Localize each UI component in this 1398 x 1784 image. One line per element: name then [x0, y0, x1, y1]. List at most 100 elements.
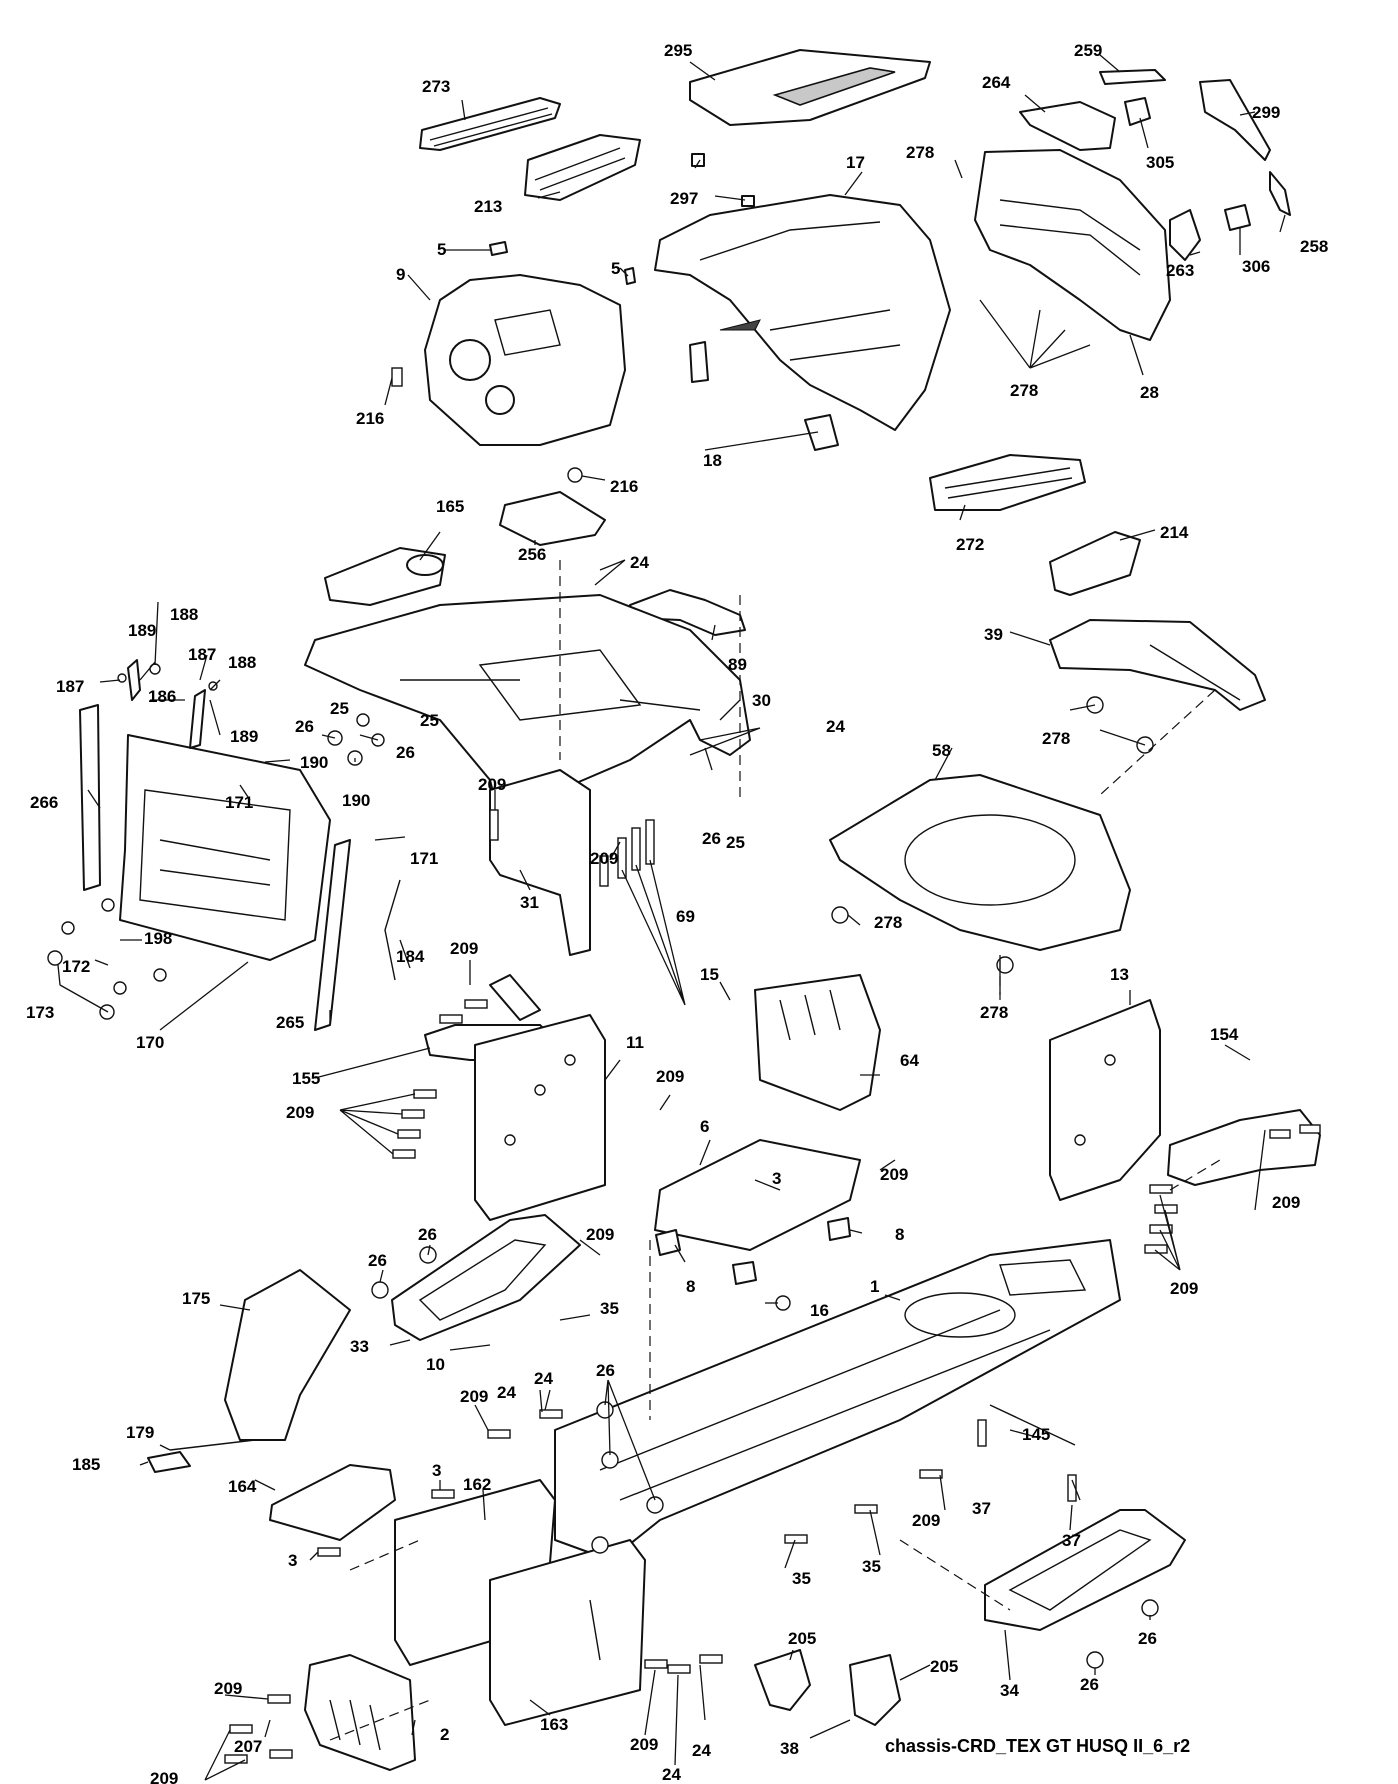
callout-c278b: 278: [1010, 381, 1038, 400]
callout-c278c: 278: [1042, 729, 1070, 748]
callout-c187a: 187: [56, 677, 84, 696]
callout-c265: 265: [276, 1013, 304, 1032]
callout-c209b: 209: [590, 849, 618, 868]
callout-c295: 295: [664, 41, 692, 60]
part-9-dash-panel: [424, 241, 839, 451]
part-6-plate: [654, 1139, 861, 1251]
part-17-hood: [654, 194, 951, 431]
part-170-seat-panel: [119, 734, 331, 961]
callout-c209l: 209: [214, 1679, 242, 1698]
callout-c26h: 26: [1080, 1675, 1099, 1694]
callout-c266: 266: [30, 793, 58, 812]
callout-c264: 264: [982, 73, 1011, 92]
callout-c3b: 3: [432, 1461, 441, 1480]
callout-c209f: 209: [880, 1165, 908, 1184]
callout-c190b: 190: [342, 791, 370, 810]
callout-c190a: 190: [300, 753, 328, 772]
callout-c26f: 26: [596, 1361, 615, 1380]
callout-c165: 165: [436, 497, 464, 516]
callout-c6: 6: [700, 1117, 709, 1136]
callout-c297: 297: [670, 189, 698, 208]
bolts-209-left: [392, 999, 488, 1159]
callout-c1: 1: [870, 1277, 879, 1296]
callout-c175: 175: [182, 1289, 210, 1308]
part-28-grille-frame: [974, 149, 1171, 341]
callout-c209i: 209: [1170, 1279, 1198, 1298]
callout-c24b: 24: [826, 717, 845, 736]
part-213-vent: [524, 134, 641, 201]
callout-c38: 38: [780, 1739, 799, 1758]
callout-c145: 145: [1022, 1425, 1050, 1444]
callout-c278a: 278: [906, 143, 934, 162]
callout-c163: 163: [540, 1715, 568, 1734]
callout-c209g: 209: [1272, 1193, 1300, 1212]
callout-c30: 30: [752, 691, 771, 710]
callout-c24f: 24: [662, 1765, 681, 1784]
callout-c34: 34: [1000, 1681, 1019, 1700]
callout-c24c: 24: [497, 1383, 516, 1402]
callout-c205a: 205: [788, 1629, 816, 1648]
callout-c24d: 24: [534, 1369, 553, 1388]
callout-c278e: 278: [980, 1003, 1008, 1022]
callout-c58: 58: [932, 741, 951, 760]
callout-c209m: 209: [630, 1735, 658, 1754]
part-175-panel: [224, 1269, 351, 1441]
callout-c5b: 5: [611, 259, 620, 278]
part-64-shield: [754, 974, 881, 1111]
callout-c26d: 26: [418, 1225, 437, 1244]
callout-c184: 184: [396, 947, 425, 966]
callout-c31: 31: [520, 893, 539, 912]
part-38-205-brackets: [754, 1649, 901, 1726]
alignment-lines: [329, 560, 1221, 1741]
callout-c3c: 3: [288, 1551, 297, 1570]
part-273-grille-insert: [419, 97, 561, 151]
callout-c25a: 25: [330, 699, 349, 718]
callout-c209n: 209: [150, 1769, 178, 1784]
washers-198-172-173: [47, 898, 167, 1020]
part-13-side-plate: [1049, 999, 1161, 1201]
callout-c209j: 209: [460, 1387, 488, 1406]
callout-c8a: 8: [895, 1225, 904, 1244]
part-259-trim: [1099, 69, 1166, 85]
callout-c16: 16: [810, 1301, 829, 1320]
part-39-bracket: [1049, 619, 1266, 711]
callout-c213: 213: [474, 197, 502, 216]
part-297-clip: [691, 153, 755, 207]
part-272-vent: [929, 454, 1086, 511]
callout-c263: 263: [1166, 261, 1194, 280]
part-164-bracket: [269, 1464, 396, 1541]
callout-c26e: 26: [368, 1251, 387, 1270]
callout-c154: 154: [1210, 1025, 1239, 1044]
callout-c209d: 209: [286, 1103, 314, 1122]
callout-c273: 273: [422, 77, 450, 96]
callout-c209e: 209: [656, 1067, 684, 1086]
leader-lines: [57, 54, 1286, 1781]
part-299-panel: [1199, 79, 1271, 161]
callout-c39: 39: [984, 625, 1003, 644]
callout-c173: 173: [26, 1003, 54, 1022]
part-1-main-frame: [554, 1239, 1121, 1561]
callout-c209a: 209: [478, 775, 506, 794]
callout-c299: 299: [1252, 103, 1280, 122]
part-258-clip: [1269, 171, 1291, 216]
callout-c179: 179: [126, 1423, 154, 1442]
part-186-189-linkage: [117, 659, 218, 749]
part-163-side-plate: [489, 1539, 646, 1726]
callout-c189b: 189: [230, 727, 258, 746]
callout-c24a: 24: [630, 553, 649, 572]
part-34-rear-footrest: [984, 1509, 1186, 1631]
callout-c172: 172: [62, 957, 90, 976]
callout-c2: 2: [440, 1725, 449, 1744]
part-305-lamp: [1124, 97, 1151, 126]
callout-c171b: 171: [410, 849, 438, 868]
callout-c35c: 35: [792, 1569, 811, 1588]
callout-c188a: 188: [170, 605, 198, 624]
callout-c69: 69: [676, 907, 695, 926]
callout-c37b: 37: [1062, 1531, 1081, 1550]
part-295-hood-top: [689, 49, 931, 126]
callout-c26b: 26: [396, 743, 415, 762]
callout-c26a: 26: [295, 717, 314, 736]
callout-c164: 164: [228, 1477, 257, 1496]
part-145-rod: [989, 1404, 1076, 1446]
